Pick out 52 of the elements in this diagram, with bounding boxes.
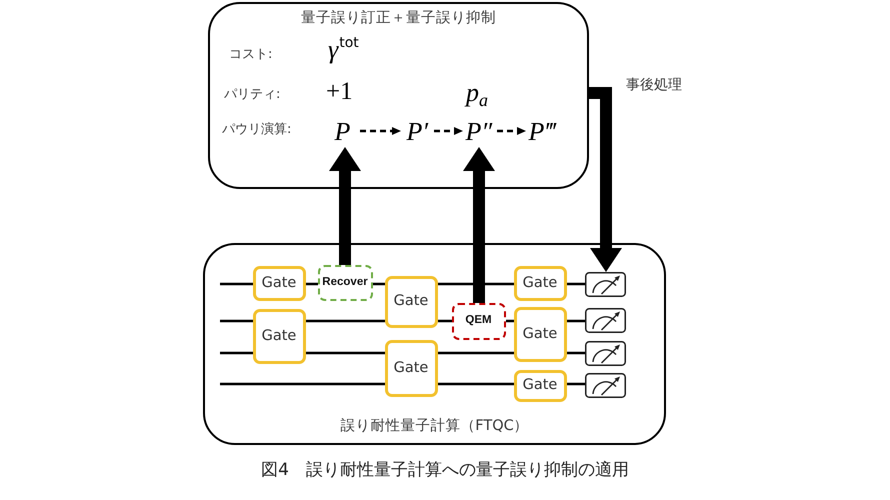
meter-icon [584,272,626,296]
wire-line [220,352,253,354]
thick-arrow [588,87,622,272]
row-label: コスト: [229,48,272,61]
wire-line [373,282,385,286]
math-expression: γ$^{tot}$ [328,36,359,63]
thick-arrow [329,147,361,265]
figure-caption: 図4 誤り耐性量子計算への量子誤り抑制の適用 [261,462,629,479]
dashed-box: QEM [452,302,506,340]
wire-line [438,282,514,286]
dashed-box: Recover [318,264,372,300]
wire-line [567,282,585,286]
gate-box: Gate [384,276,438,328]
meter-icon [584,372,626,398]
rounded-panel [203,243,666,445]
thick-arrow [463,147,495,303]
math-symbol: P″ [462,116,496,146]
gate-box: Gate [252,266,306,300]
dashed-arrow [434,127,463,135]
math-symbol: P‴ [526,116,566,146]
wire-line [306,282,318,286]
gate-box: Gate [384,340,438,396]
wire-line [438,320,452,322]
wire-line [438,352,514,354]
row-label: パリティ: [224,88,280,101]
math-expression: p$_{a}$ [466,80,488,109]
math-expression: +1 [326,79,353,104]
wire-line [220,282,253,286]
wire-line [220,320,253,322]
panel-heading: 量子誤り訂正＋量子誤り抑制 [301,11,496,26]
dashed-arrow [360,127,401,135]
math-symbol: P′ [400,116,434,146]
dashed-arrow [497,127,526,135]
wire-line [567,320,585,322]
wire-line [220,382,385,386]
panel-heading: 誤り耐性量子計算（FTQC） [340,418,529,433]
meter-icon [584,340,626,366]
gate-box: Gate [252,308,306,364]
math-symbol: P [332,116,360,146]
edge-label: 事後処理 [626,78,682,92]
wire-line [567,352,585,354]
gate-box: Gate [514,370,566,402]
gate-box: Gate [514,306,566,362]
meter-icon [584,308,626,332]
row-label: パウリ演算: [222,123,292,136]
wire-line [506,320,514,322]
wire-line [306,352,385,354]
gate-box: Gate [514,266,566,300]
wire-line [567,382,585,386]
wire-line [306,320,385,322]
rounded-panel [208,2,589,189]
wire-line [438,382,514,386]
